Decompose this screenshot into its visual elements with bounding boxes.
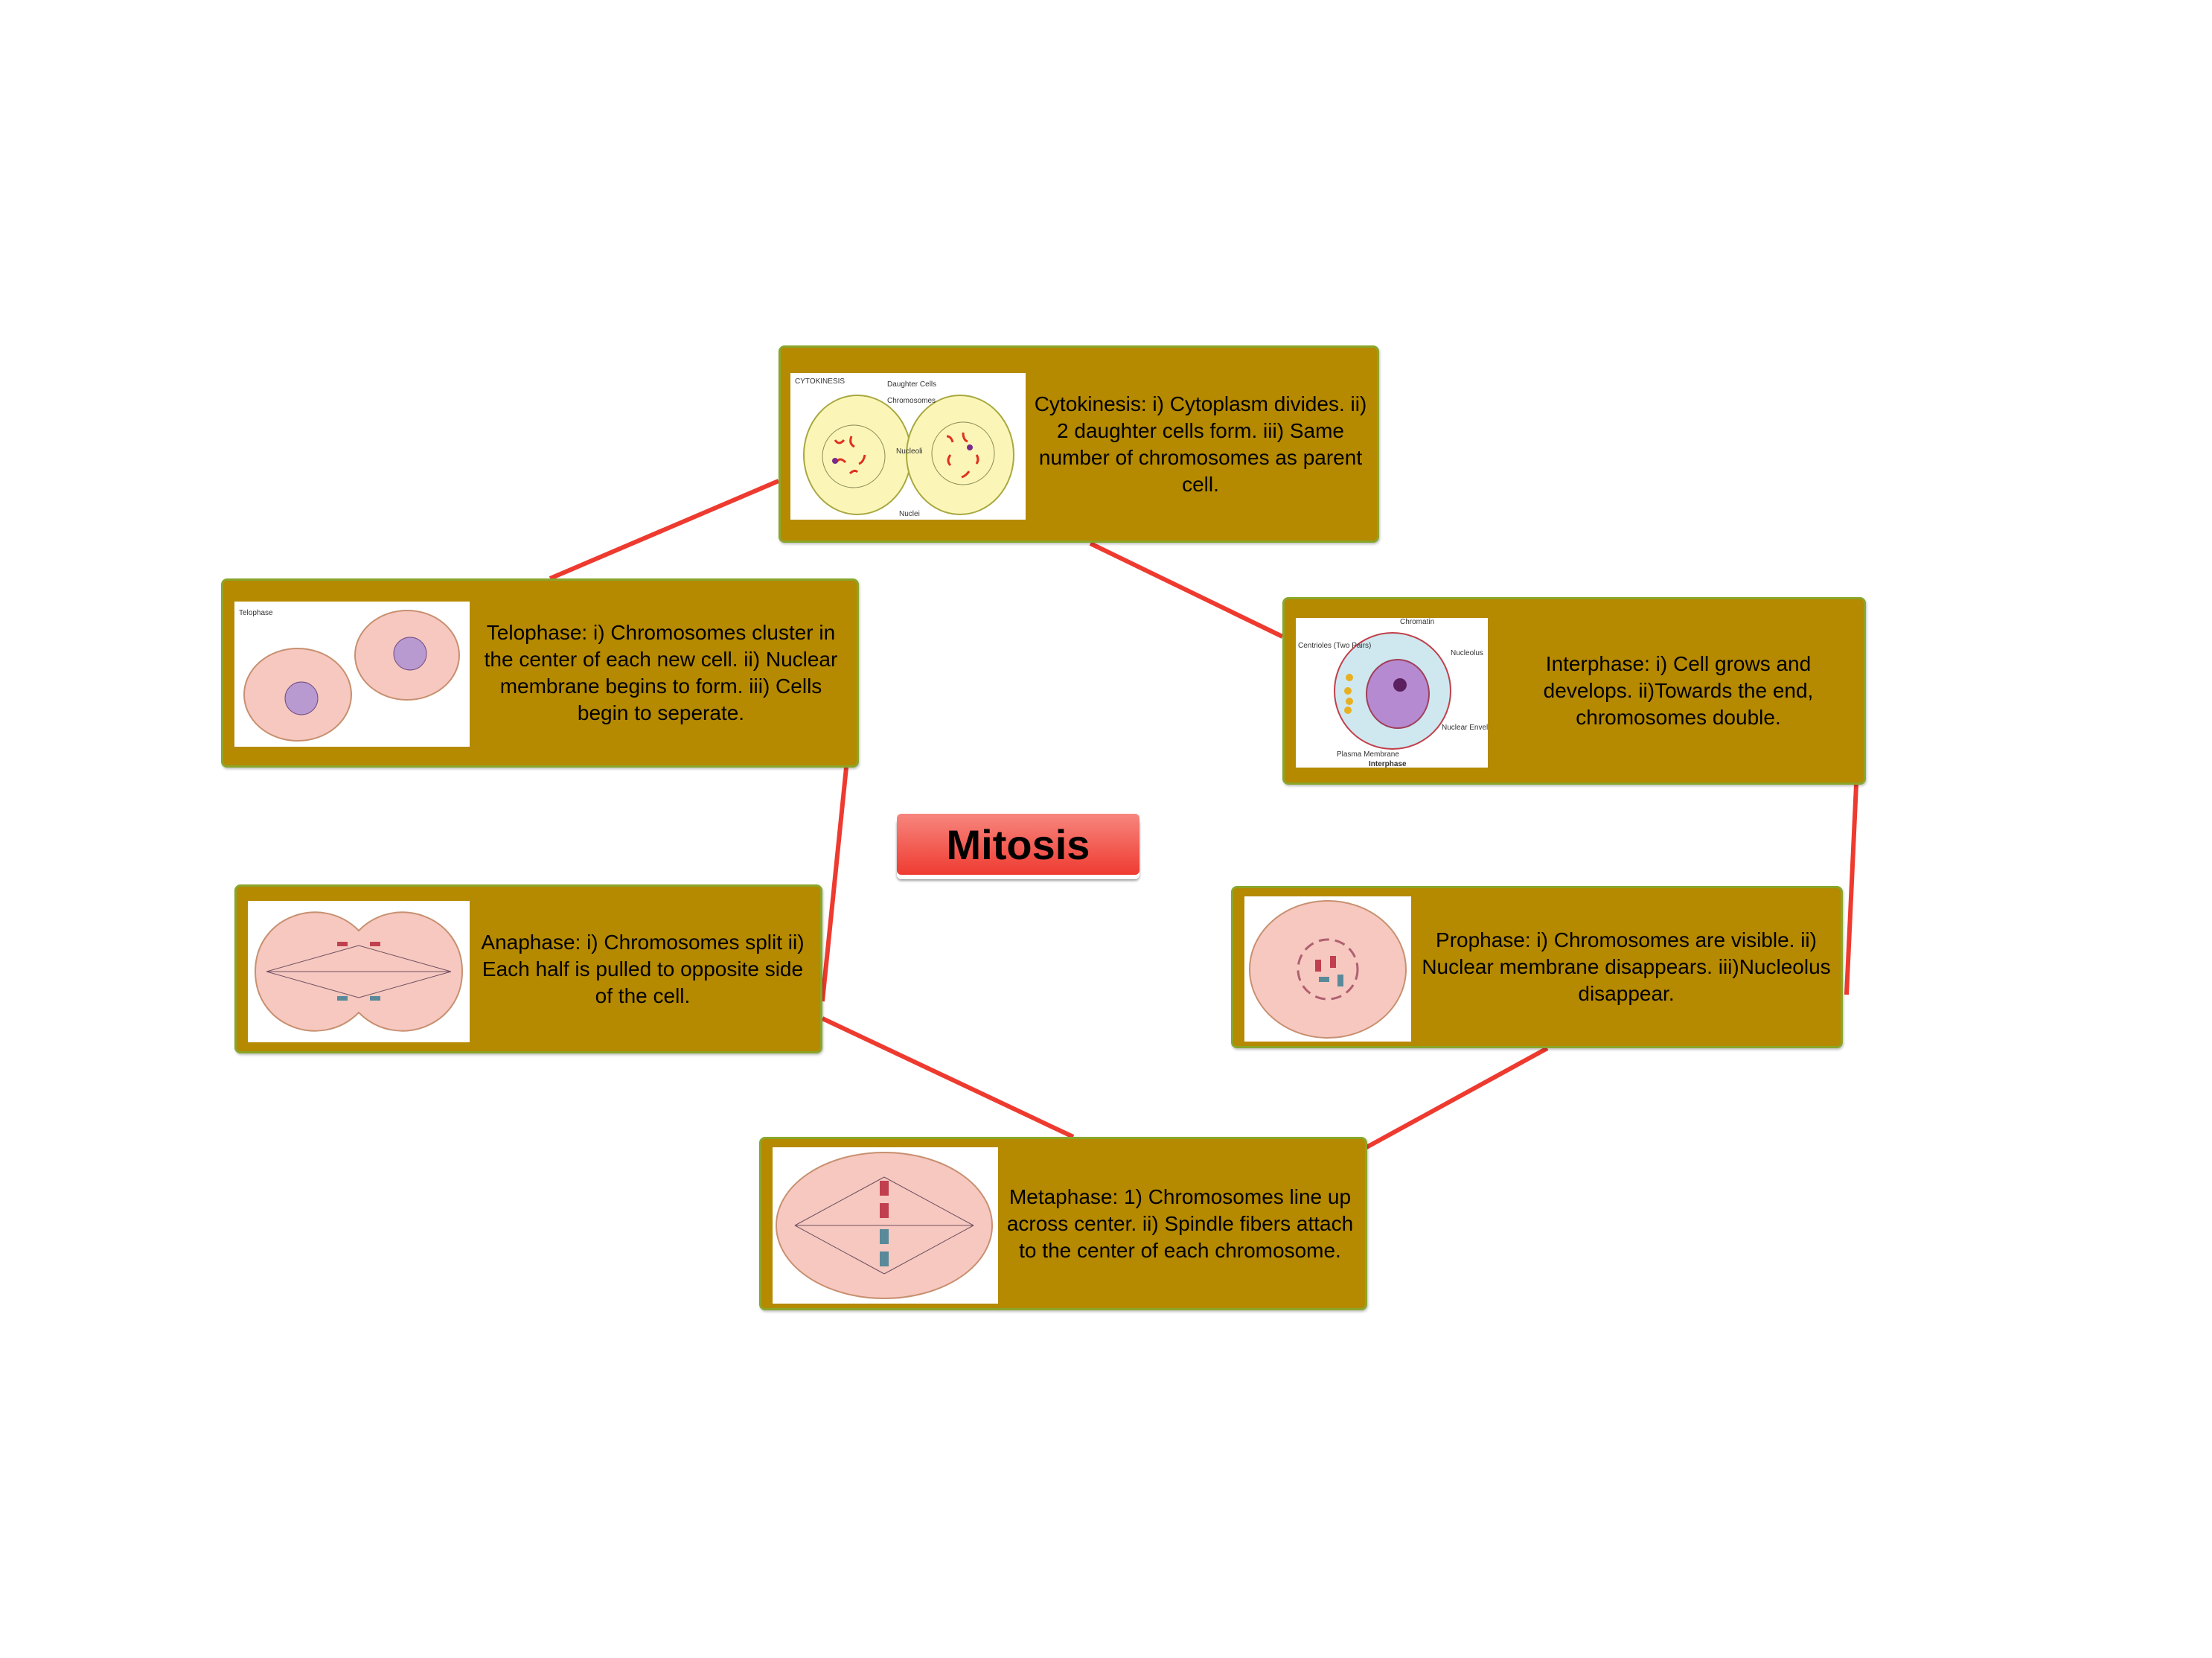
interphase-text: Interphase: i) Cell grows and develops. … <box>1543 652 1814 729</box>
label-nucleoli: Nucleoli <box>896 447 923 456</box>
label-plasma-membrane: Plasma Membrane <box>1337 750 1399 759</box>
label-nucleolus: Nucleolus <box>1451 649 1483 657</box>
prophase-text: Prophase: i) Chromosomes are visible. ii… <box>1422 928 1831 1005</box>
connector-cytokinesis-interphase <box>1089 541 1284 639</box>
connector-anaphase-telophase <box>820 767 848 1002</box>
anaphase-image <box>248 901 470 1042</box>
label-daughter-cells: Daughter Cells <box>887 380 936 389</box>
connector-telophase-cytokinesis <box>549 479 780 581</box>
node-prophase[interactable]: Prophase: i) Chromosomes are visible. ii… <box>1231 886 1843 1048</box>
telophase-image-title: Telophase <box>239 609 273 617</box>
connector-interphase-prophase <box>1844 784 1858 995</box>
cytokinesis-text: Cytokinesis: i) Cytoplasm divides. ii) 2… <box>1034 392 1367 496</box>
interphase-image: Chromatin Centrioles (Two Pairs) Nucleol… <box>1296 618 1488 768</box>
metaphase-image <box>773 1147 998 1304</box>
label-nuclei: Nuclei <box>899 510 920 518</box>
node-cytokinesis[interactable]: CYTOKINESIS Daughter Cells Chromosomes N… <box>779 345 1379 543</box>
connector-metaphase-anaphase <box>821 1016 1075 1139</box>
connector-prophase-metaphase <box>1365 1046 1549 1150</box>
label-centrioles: Centrioles (Two Pairs) <box>1298 642 1371 650</box>
node-telophase[interactable]: Telophase Telophase: i) Chromosomes clus… <box>221 578 859 768</box>
label-nuclear-envelope: Nuclear Envelope <box>1442 724 1488 732</box>
node-interphase[interactable]: Chromatin Centrioles (Two Pairs) Nucleol… <box>1282 597 1866 785</box>
node-metaphase[interactable]: Metaphase: 1) Chromosomes line up across… <box>759 1137 1367 1310</box>
central-topic-mitosis[interactable]: Mitosis <box>897 814 1139 875</box>
cytokinesis-image-title: CYTOKINESIS <box>795 377 845 386</box>
cytokinesis-image: CYTOKINESIS Daughter Cells Chromosomes N… <box>790 373 1026 520</box>
telophase-text: Telophase: i) Chromosomes cluster in the… <box>484 621 838 724</box>
label-interphase-caption: Interphase <box>1369 760 1407 768</box>
anaphase-text: Anaphase: i) Chromosomes split ii) Each … <box>481 930 805 1007</box>
metaphase-text: Metaphase: 1) Chromosomes line up across… <box>1006 1184 1354 1262</box>
label-chromosomes: Chromosomes <box>887 397 936 405</box>
telophase-image: Telophase <box>234 602 470 747</box>
label-chromatin: Chromatin <box>1400 618 1434 626</box>
node-anaphase[interactable]: Anaphase: i) Chromosomes split ii) Each … <box>234 884 822 1053</box>
prophase-image <box>1244 896 1411 1042</box>
